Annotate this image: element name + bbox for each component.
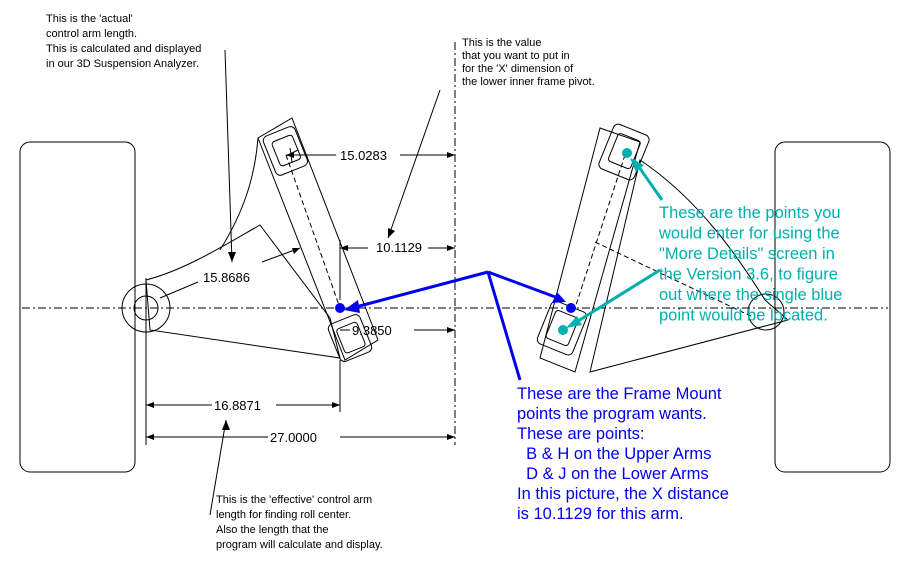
left-tire xyxy=(19,141,136,473)
left-arm-centerline xyxy=(285,154,341,309)
right-tire xyxy=(774,141,891,473)
right-arm-centerline xyxy=(574,154,626,309)
note-x-value: This is the value that you want to put i… xyxy=(462,37,595,88)
dim-effective-length xyxy=(146,360,341,412)
leader-x-value xyxy=(387,89,441,239)
note-effective-length: This is the 'effective' control arm leng… xyxy=(216,494,383,551)
dim-upper-x xyxy=(286,152,455,158)
frame-mount-arrows xyxy=(344,270,566,381)
dim-lower-x-value: 10.1129 xyxy=(376,240,422,255)
dim-effective-length-value: 16.8871 xyxy=(214,398,261,413)
dim-track-half-value: 27.0000 xyxy=(270,430,317,445)
dim-lower-x xyxy=(339,240,455,300)
detail-point-upper xyxy=(622,148,632,158)
right-ball-joint xyxy=(747,293,785,331)
dim-actual-length-value: 15.8686 xyxy=(203,270,250,285)
dim-lower-offset xyxy=(340,327,455,333)
frame-mount-point-right xyxy=(566,303,576,313)
leader-actual-length xyxy=(224,49,233,263)
detail-point-lower xyxy=(558,325,568,335)
dim-actual-length xyxy=(159,247,301,299)
frame-mount-point-left xyxy=(335,303,345,313)
note-frame-mount: These are the Frame Mount points the pro… xyxy=(517,385,733,523)
right-upper-arm xyxy=(536,123,650,373)
right-arm-projection xyxy=(594,241,756,319)
left-lower-arm xyxy=(145,224,341,359)
note-actual-length: This is the 'actual' control arm length.… xyxy=(46,13,204,70)
left-ball-joint-inner xyxy=(133,295,159,321)
dim-upper-x-value: 15.0283 xyxy=(340,148,387,163)
left-ball-joint xyxy=(121,283,171,333)
leader-effective-length xyxy=(209,419,227,516)
note-more-details: These are the points you would enter for… xyxy=(658,204,847,325)
right-spindle xyxy=(589,159,790,373)
left-spindle-upper xyxy=(219,137,259,251)
dim-track-half xyxy=(146,434,455,440)
dim-lower-offset-value: 9.3850 xyxy=(352,323,392,338)
